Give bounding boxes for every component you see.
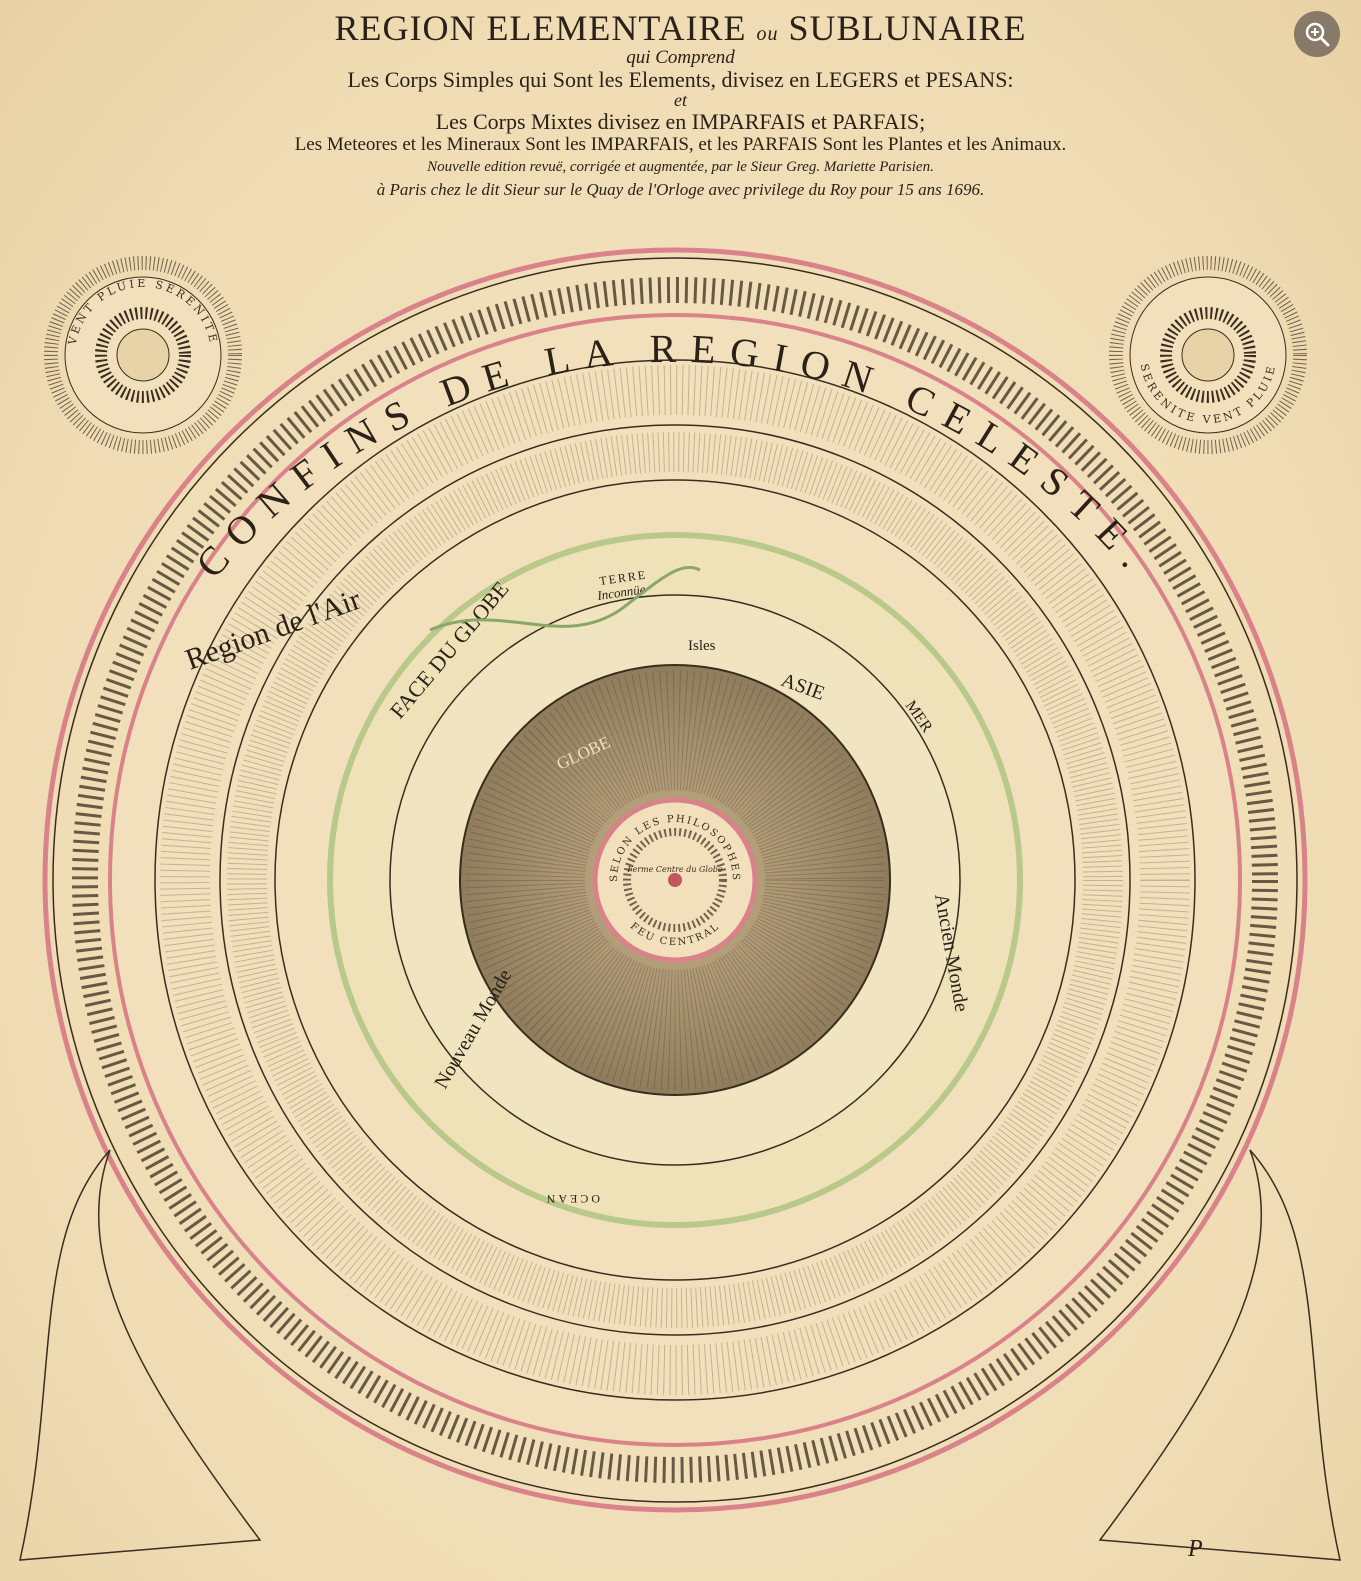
flame-band [72,277,1278,1483]
terre-label: TERRE [598,567,647,588]
title-line-8: à Paris chez le dit Sieur sur le Quay de… [376,180,985,199]
title-line-6: Les Meteores et les Mineraux Sont les IM… [294,134,1067,155]
coastline [429,565,701,632]
title-line-4: et [674,90,687,110]
plate-mark: P [1188,1536,1203,1562]
map-title-cartouche: REGION ELEMENTAIRE ou SUBLUNAIRE qui Com… [0,6,1361,198]
zoom-in-icon [1305,22,1330,47]
title-line-2: qui Comprend [626,47,735,68]
left-acanthus-ornament [19,1149,262,1561]
zoom-in-button[interactable] [1294,11,1340,57]
right-weather-medallion: SERENITE VENT PLUIE [1109,256,1307,454]
outer-rings [42,247,1308,1513]
globe-centre [668,873,682,887]
title-line-7: Nouvelle edition revuë, corrigée et augm… [427,159,934,175]
left-weather-medallion: VENT PLUIE SERENITE [44,256,242,454]
title-main: REGION ELEMENTAIRE ou SUBLUNAIRE [334,8,1027,48]
centre-label: Ferme Centre du Globe [626,865,723,874]
ocean-label: OCEAN [544,1192,600,1206]
moon-face-icon [1181,328,1235,382]
title-line-5: Les Corps Mixtes divisez en IMPARFAIS et… [435,109,926,134]
ring-texture [160,365,1190,1395]
sun-face-icon [116,328,170,382]
title-line-3: Les Corps Simples qui Sont les Elements,… [347,67,1014,92]
right-acanthus-ornament [1098,1149,1341,1561]
isles-label: Isles [688,638,716,654]
